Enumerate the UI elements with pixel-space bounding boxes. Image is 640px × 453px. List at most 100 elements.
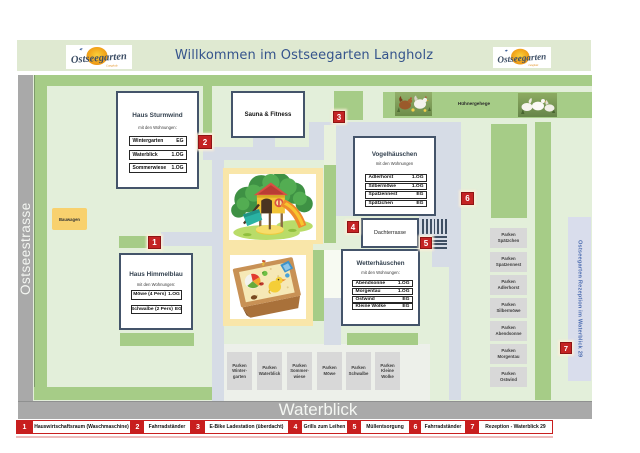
parking-spot: Parken Spatzennest bbox=[490, 252, 527, 272]
rack-bar bbox=[432, 243, 447, 246]
building-title: Dachterrasse bbox=[373, 230, 407, 236]
chicken-enclosure-label: Hühnergehege bbox=[457, 101, 491, 106]
map-marker-1: 1 bbox=[148, 236, 161, 249]
rack-bar bbox=[437, 219, 440, 234]
logo-subtext: Langholz bbox=[105, 64, 118, 68]
parking-spot: Parken Sommer- wiese bbox=[287, 352, 312, 390]
hedge-bottom bbox=[34, 387, 216, 400]
parking-spot: Parken Möwe bbox=[317, 352, 342, 390]
parking-spot: Parken Abendsonne bbox=[490, 321, 527, 341]
walkway-arm-himmelblau bbox=[161, 232, 224, 246]
building-title: Haus Sturmwind bbox=[132, 112, 183, 119]
site-map: Hühnergehege bbox=[18, 75, 592, 419]
chickens-icon bbox=[395, 92, 432, 116]
legend-number: 1 bbox=[16, 420, 33, 434]
walkway-patch bbox=[324, 298, 341, 345]
rack-bar bbox=[433, 219, 436, 234]
walkway-right-3 bbox=[449, 267, 461, 400]
map-marker-4: 4 bbox=[347, 221, 359, 233]
playhouse-image bbox=[229, 174, 316, 240]
building-title: Sauna & Fitness bbox=[244, 111, 292, 118]
map-marker-5: 5 bbox=[420, 237, 432, 249]
parking-spot: Parken Ostwind bbox=[490, 367, 527, 387]
building-haus-sturmwind: Haus Sturmwind mit den Wohnungen: Winter… bbox=[116, 91, 199, 189]
building-wetterhaeuschen: Wetterhäuschen mit den Wohnungen: Abends… bbox=[341, 249, 420, 326]
map-marker-7: 7 bbox=[560, 342, 572, 354]
bush bbox=[313, 250, 324, 321]
reception-strip bbox=[568, 217, 591, 381]
hedge-left bbox=[34, 75, 47, 400]
legend-label: Grills zum Leihen bbox=[302, 420, 348, 434]
legend-reflection bbox=[16, 436, 553, 438]
parking-spot: Parken Silbermöwe bbox=[490, 298, 527, 318]
legend-label: Fahrradständer bbox=[421, 420, 466, 434]
rack-bar bbox=[432, 239, 447, 242]
map-marker-3: 3 bbox=[333, 111, 345, 123]
legend-number: 3 bbox=[191, 420, 205, 434]
bush bbox=[491, 124, 527, 218]
bike-rack-icon bbox=[422, 219, 448, 234]
parking-spot: Parken Winter- garten bbox=[227, 352, 252, 390]
legend-number: 6 bbox=[410, 420, 421, 434]
legend-number: 5 bbox=[348, 420, 361, 434]
playhouse-icon bbox=[229, 174, 316, 240]
walkway-horizontal bbox=[203, 147, 313, 160]
bush bbox=[347, 333, 418, 345]
logo-text: Ostseegarten bbox=[71, 51, 128, 66]
page-title: Willkommen im Ostseegarten Langholz bbox=[174, 48, 434, 63]
legend-number: 7 bbox=[466, 420, 479, 434]
rack-bar bbox=[432, 246, 447, 250]
rack-bar bbox=[425, 219, 428, 234]
ostseegarten-logo-left: Ostseegarten Langholz bbox=[66, 45, 132, 69]
rack-bar bbox=[432, 236, 447, 239]
legend-label: Fahrradständer bbox=[144, 420, 191, 434]
room-row: Möwe (4 Pers)1.OG bbox=[131, 290, 182, 300]
white-walkway bbox=[324, 250, 341, 298]
chickens-photo-1 bbox=[395, 92, 432, 116]
building-dachterrasse: Dachterrasse bbox=[361, 218, 419, 248]
building-title: Vogelhäuschen bbox=[371, 151, 418, 158]
building-subtitle: mit den Wohnungen: bbox=[361, 270, 400, 275]
parking-spot: Parken Adlerhorst bbox=[490, 275, 527, 295]
hedge-top bbox=[34, 75, 592, 86]
parking-spot: Parken Kleine Wolke bbox=[375, 352, 400, 390]
parking-spot: Parken Schwalbe bbox=[346, 352, 371, 390]
chickens-photo-2 bbox=[518, 93, 557, 117]
rack-bar bbox=[422, 219, 424, 234]
rack-bar bbox=[441, 219, 444, 234]
bush bbox=[119, 236, 147, 248]
walkway-sauna-stub bbox=[253, 137, 275, 148]
room-row: Schwalbe (2 Pers)EG bbox=[131, 304, 182, 314]
logo-sun-icon: Ostseegarten Langholz bbox=[66, 45, 132, 69]
pale-strip bbox=[324, 125, 336, 166]
building-subtitle: mit den Wohnungen: bbox=[136, 282, 176, 287]
building-title: Wetterhäuschen bbox=[356, 260, 405, 267]
logo-sun-icon: Ostseegarten Langholz bbox=[493, 47, 551, 68]
bush bbox=[120, 333, 194, 346]
bush bbox=[203, 85, 212, 133]
building-subtitle: mit den Wohnungen: bbox=[138, 125, 177, 130]
road-label-ostseestrasse: Ostseestrasse bbox=[18, 202, 33, 296]
header-bar: Willkommen im Ostseegarten Langholz Osts… bbox=[17, 40, 591, 71]
ostseegarten-logo-right: Ostseegarten Langholz bbox=[493, 47, 551, 68]
building-subtitle: mit den Wohnungen bbox=[375, 161, 414, 166]
room-list: Möwe (4 Pers)1.OG Schwalbe (2 Pers)EG bbox=[131, 290, 182, 314]
building-sauna-fitness: Sauna & Fitness bbox=[231, 91, 305, 138]
building-haus-himmelblau: Haus Himmelblau mit den Wohnungen: Möwe … bbox=[119, 253, 193, 330]
walkway-right-2 bbox=[432, 250, 461, 267]
waste-area-icon bbox=[432, 236, 447, 250]
bauwagen: Bauwagen bbox=[52, 208, 87, 230]
